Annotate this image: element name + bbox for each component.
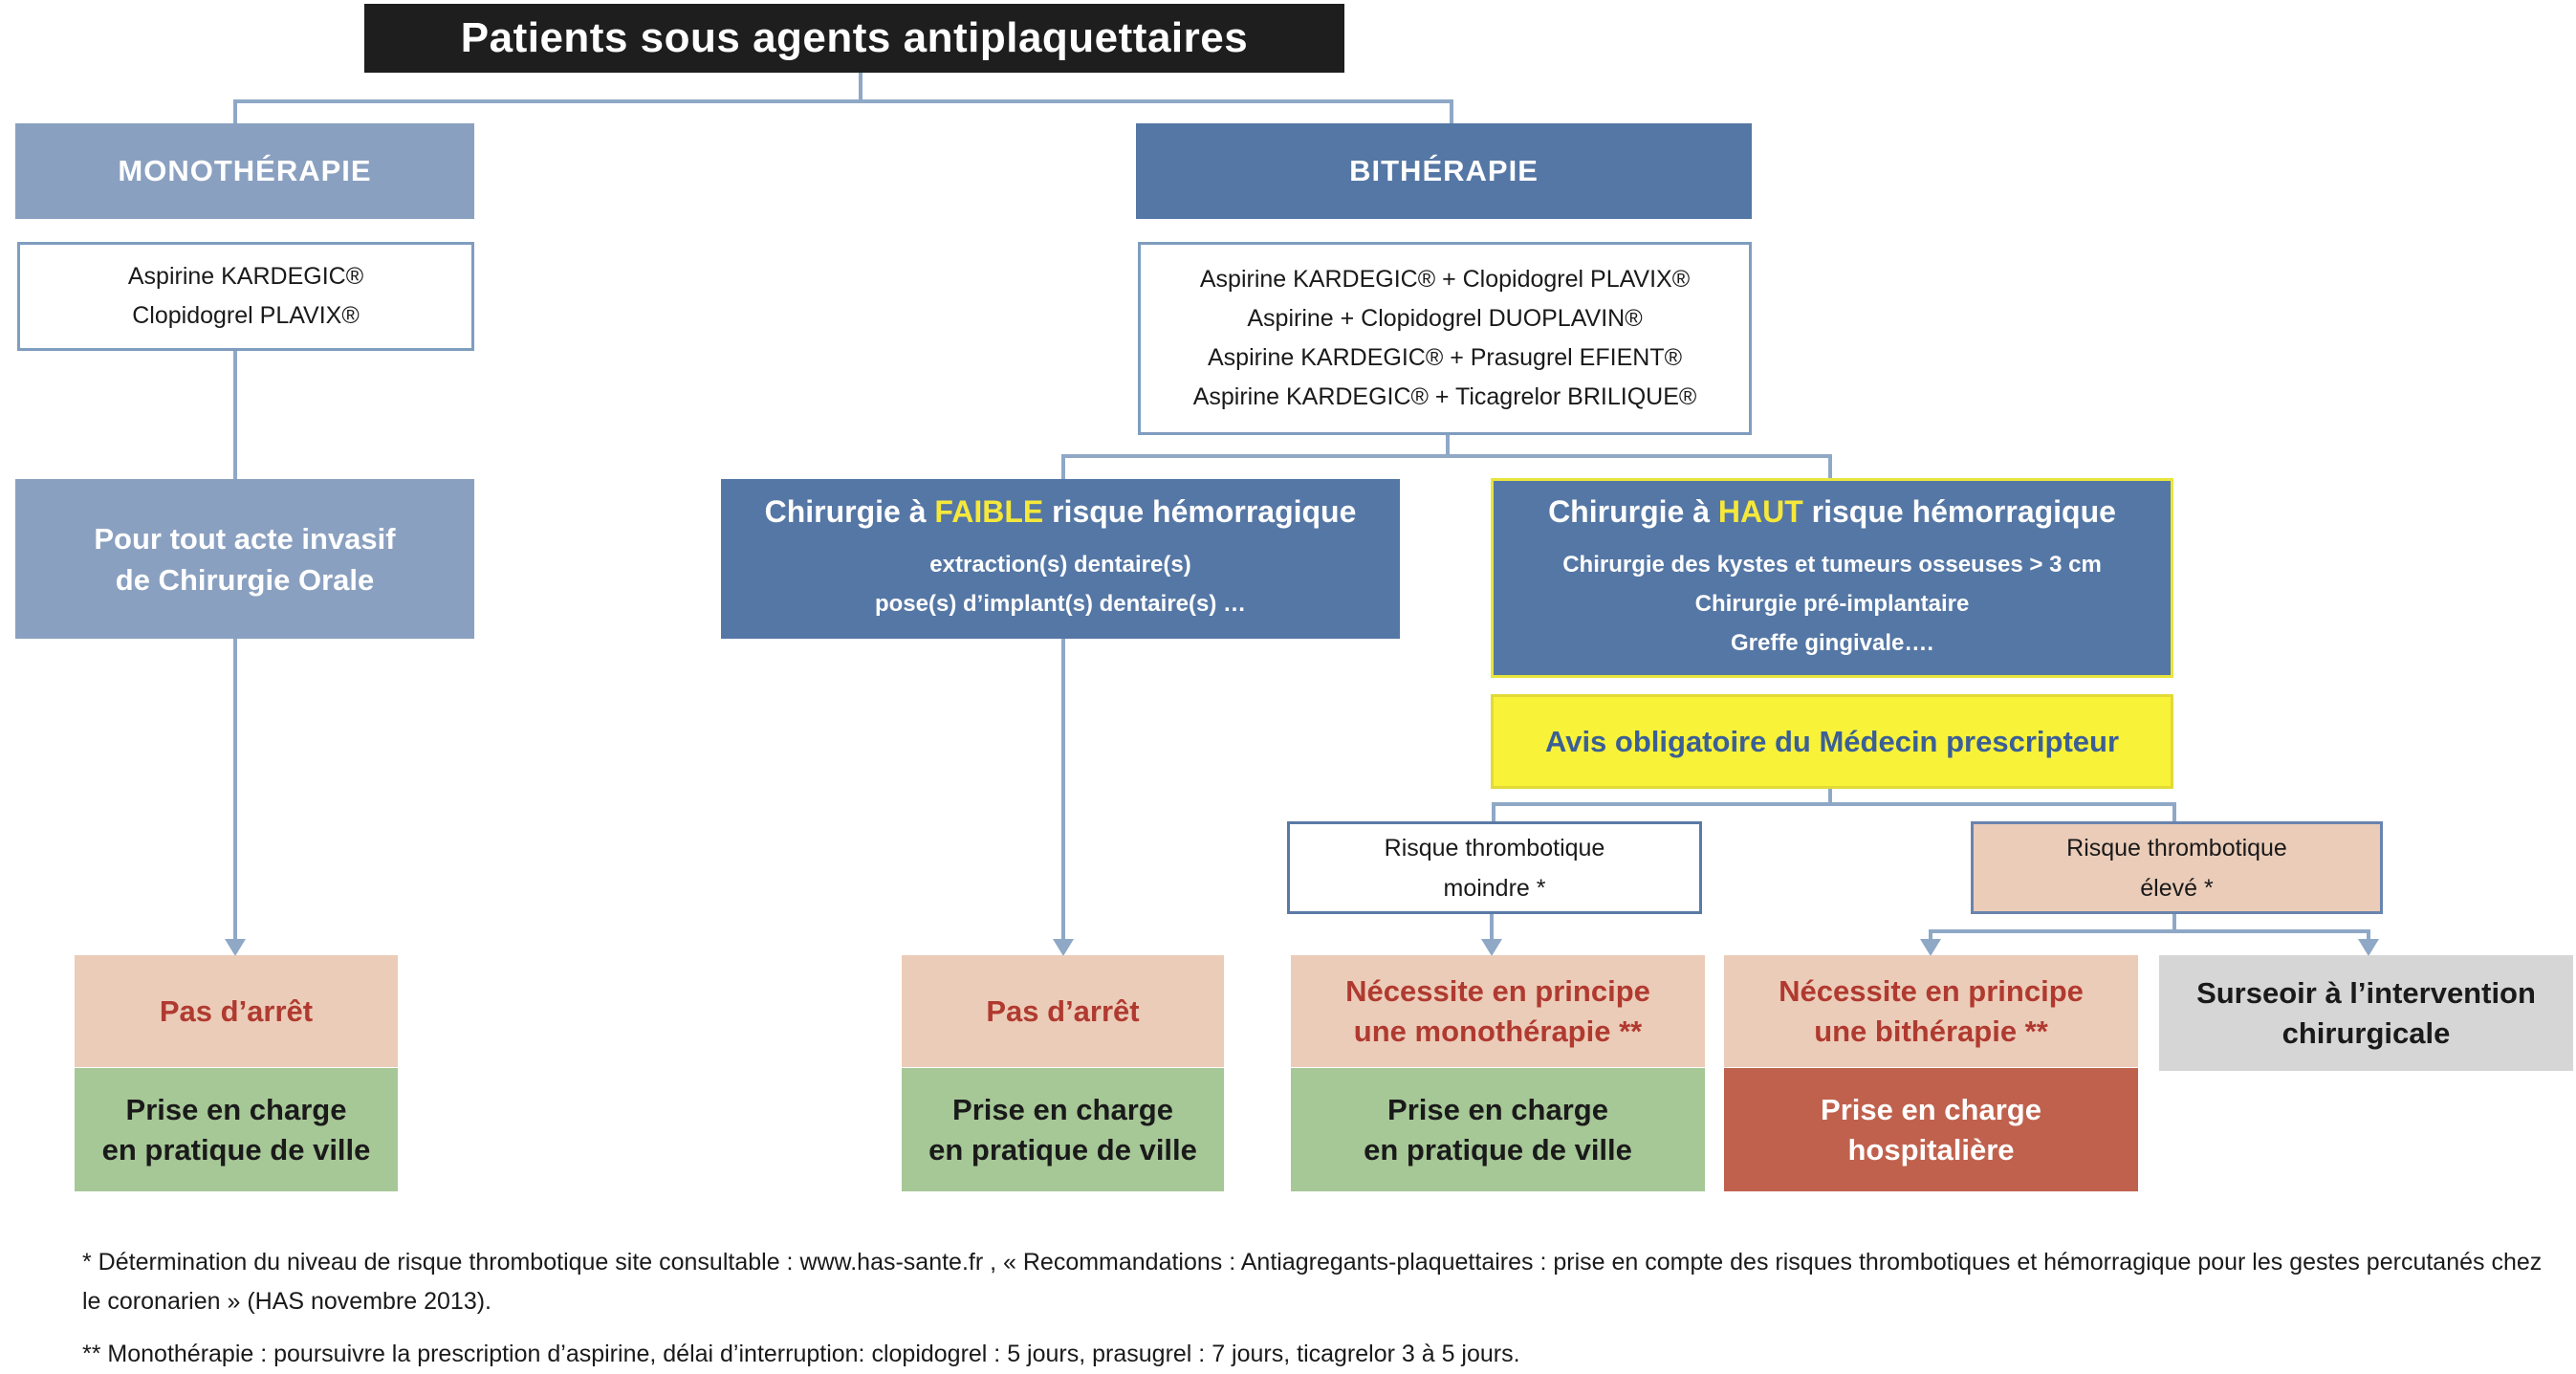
arrow-head: [2358, 939, 2379, 956]
high-risk-title: Chirurgie à HAUT risque hémorragique: [1548, 494, 2116, 530]
connector: [2172, 802, 2176, 822]
necessite-mono-box: Nécessite en principe une monothérapie *…: [1291, 955, 1705, 1067]
drug-item: Aspirine + Clopidogrel DUOPLAVIN®: [1247, 305, 1643, 332]
risk-example: pose(s) d’implant(s) dentaire(s) …: [874, 591, 1247, 617]
thrombo-high-box: Risque thrombotique élevé *: [1971, 821, 2383, 914]
outcome-line: en pratique de ville: [928, 1132, 1197, 1167]
pas-arret-box: Pas d’arrêt: [75, 955, 398, 1067]
avis-box: Avis obligatoire du Médecin prescripteur: [1491, 694, 2173, 789]
title-part: risque hémorragique: [1802, 493, 2116, 529]
outcome-text: Pas d’arrêt: [159, 993, 314, 1028]
arrow-head: [1053, 939, 1074, 956]
connector: [233, 351, 237, 479]
connector: [1450, 99, 1453, 124]
invasive-act-box: Pour tout acte invasif de Chirurgie Oral…: [15, 479, 474, 639]
invasive-line: Pour tout acte invasif: [94, 521, 396, 556]
arrow-head: [1920, 939, 1941, 956]
outcome-line: Prise en charge: [125, 1092, 347, 1126]
connector: [1492, 802, 1495, 822]
outcome-line: Nécessite en principe: [1345, 973, 1650, 1008]
connector: [1828, 454, 1832, 479]
prise-ville-box: Prise en charge en pratique de ville: [75, 1068, 398, 1191]
risk-example: Greffe gingivale….: [1730, 629, 1934, 656]
drug-item: Aspirine KARDEGIC®: [127, 263, 364, 290]
high-risk-box: Chirurgie à HAUT risque hémorragique Chi…: [1491, 478, 2173, 678]
outcome-line: Prise en charge: [952, 1092, 1173, 1126]
monotherapie-header-text: MONOTHÉRAPIE: [118, 154, 372, 187]
risk-example: Chirurgie des kystes et tumeurs osseuses…: [1562, 551, 2102, 578]
drug-item: Aspirine KARDEGIC® + Clopidogrel PLAVIX®: [1199, 266, 1691, 293]
monotherapie-header: MONOTHÉRAPIE: [15, 123, 474, 219]
title-part: Chirurgie à: [764, 494, 935, 529]
pas-arret-box: Pas d’arrêt: [902, 955, 1224, 1067]
connector: [859, 73, 862, 101]
outcome-line: Prise en charge: [1821, 1092, 2041, 1126]
connector: [1492, 802, 2176, 806]
connector: [233, 99, 1453, 103]
invasive-line: de Chirurgie Orale: [115, 562, 375, 597]
risk-example: Chirurgie pré-implantaire: [1694, 590, 1970, 617]
avis-text: Avis obligatoire du Médecin prescripteur: [1544, 724, 2120, 758]
low-risk-box: Chirurgie à FAIBLE risque hémorragique e…: [721, 479, 1400, 639]
outcome-line: Nécessite en principe: [1779, 973, 2084, 1008]
surseoir-box: Surseoir à l’intervention chirurgicale: [2159, 955, 2573, 1071]
footnote: * Détermination du niveau de risque thro…: [82, 1249, 2543, 1315]
prise-hospitaliere-box: Prise en charge hospitalière: [1724, 1068, 2138, 1191]
title-highlight: FAIBLE: [934, 494, 1044, 529]
outcome-line: en pratique de ville: [1364, 1132, 1632, 1167]
thrombo-line: Risque thrombotique: [2066, 834, 2287, 861]
thrombo-low-box: Risque thrombotique moindre *: [1287, 821, 1702, 914]
drug-item: Aspirine KARDEGIC® + Ticagrelor BRILIQUE…: [1192, 383, 1697, 410]
diagram-title: Patients sous agents antiplaquettaires: [364, 4, 1344, 73]
connector: [1490, 914, 1494, 940]
outcome-line: une monothérapie **: [1353, 1014, 1643, 1048]
outcome-line: Prise en charge: [1387, 1092, 1608, 1126]
outcome-line: une bithérapie **: [1814, 1014, 2048, 1048]
low-risk-title: Chirurgie à FAIBLE risque hémorragique: [765, 494, 1357, 530]
thrombo-line: élevé *: [2140, 874, 2214, 902]
title-part: Chirurgie à: [1548, 493, 1718, 529]
necessite-bi-box: Nécessite en principe une bithérapie **: [1724, 955, 2138, 1067]
outcome-line: chirurgicale: [2281, 1015, 2451, 1050]
connector: [1929, 929, 2370, 933]
connector: [1446, 435, 1450, 456]
outcome-line: en pratique de ville: [101, 1132, 371, 1167]
connector: [233, 639, 237, 941]
bitherapie-header-text: BITHÉRAPIE: [1349, 154, 1539, 187]
arrow-head: [225, 939, 246, 956]
connector: [233, 99, 237, 124]
bitherapie-header: BITHÉRAPIE: [1136, 123, 1752, 219]
bitherapie-drugs: Aspirine KARDEGIC® + Clopidogrel PLAVIX®…: [1138, 242, 1752, 435]
title-highlight: HAUT: [1717, 493, 1803, 529]
drug-item: Clopidogrel PLAVIX®: [132, 302, 360, 329]
monotherapie-drugs: Aspirine KARDEGIC® Clopidogrel PLAVIX®: [17, 242, 474, 351]
prise-ville-box: Prise en charge en pratique de ville: [1291, 1068, 1705, 1191]
connector: [1061, 454, 1832, 458]
connector: [2367, 929, 2370, 941]
footnote: ** Monothérapie : poursuivre la prescrip…: [82, 1341, 1520, 1367]
connector: [1061, 639, 1065, 941]
drug-item: Aspirine KARDEGIC® + Prasugrel EFIENT®: [1207, 344, 1682, 371]
outcome-line: Surseoir à l’intervention: [2196, 975, 2536, 1010]
connector: [1929, 929, 1932, 941]
arrow-head: [1481, 939, 1502, 956]
connector: [2172, 914, 2176, 931]
thrombo-line: moindre *: [1443, 874, 1546, 902]
prise-ville-box: Prise en charge en pratique de ville: [902, 1068, 1224, 1191]
outcome-line: hospitalière: [1847, 1132, 2015, 1167]
outcome-text: Pas d’arrêt: [986, 993, 1140, 1028]
risk-example: extraction(s) dentaire(s): [929, 552, 1191, 578]
diagram-title-text: Patients sous agents antiplaquettaires: [460, 14, 1249, 61]
connector: [1061, 454, 1065, 480]
thrombo-line: Risque thrombotique: [1384, 834, 1605, 861]
connector: [1828, 789, 1832, 804]
title-part: risque hémorragique: [1043, 494, 1357, 529]
